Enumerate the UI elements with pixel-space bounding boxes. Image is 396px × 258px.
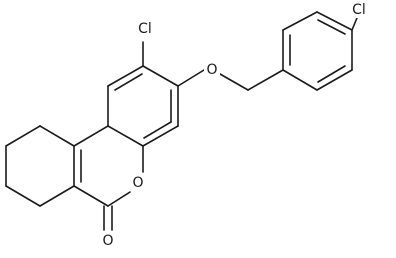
chlorine-atom-label: Cl	[347, 2, 371, 18]
bond	[107, 125, 144, 147]
ring-oxygen-label: O	[130, 175, 146, 191]
double-bond-inner	[114, 73, 143, 91]
atom-labels: Cl O Cl O O	[100, 2, 371, 250]
bond	[282, 11, 318, 31]
bond	[247, 69, 284, 91]
bond	[5, 125, 41, 147]
svg-text:O: O	[132, 175, 143, 191]
bond	[5, 185, 41, 207]
double-bond-inner	[317, 65, 346, 83]
bond	[316, 69, 353, 91]
bond	[73, 125, 109, 147]
ether-oxygen-label: O	[204, 62, 220, 78]
bond	[316, 11, 353, 31]
svg-text:Cl: Cl	[352, 2, 366, 18]
bond	[107, 191, 131, 207]
svg-text:O: O	[206, 62, 217, 78]
bond	[107, 65, 144, 87]
double-bond-inner	[143, 121, 172, 139]
svg-text:O: O	[102, 233, 113, 249]
carbonyl-oxygen-label: O	[100, 232, 116, 250]
bond	[351, 17, 358, 31]
bond	[39, 185, 75, 207]
svg-text:Cl: Cl	[138, 21, 152, 37]
bond	[219, 73, 249, 91]
bond-lines	[5, 11, 358, 231]
bond	[142, 125, 179, 147]
bond	[73, 185, 109, 207]
bond	[142, 65, 179, 87]
bond	[282, 69, 318, 91]
bond	[39, 125, 75, 147]
bond	[177, 69, 205, 87]
double-bond-inner	[317, 19, 346, 35]
chlorine-atom-label: Cl	[133, 20, 157, 38]
